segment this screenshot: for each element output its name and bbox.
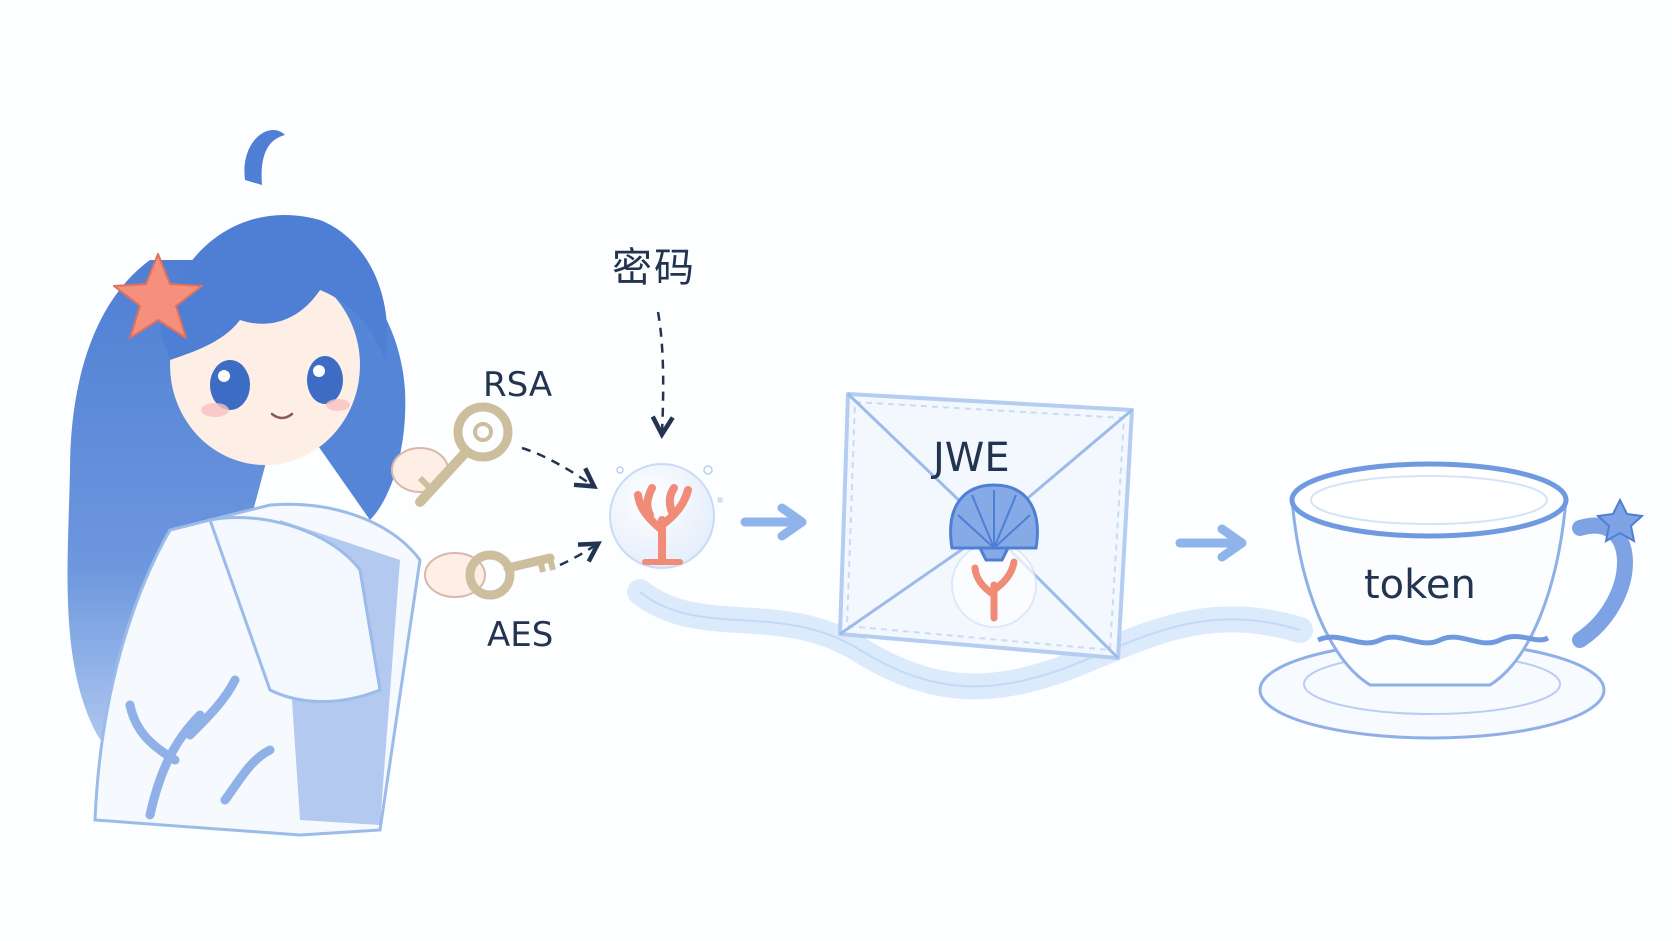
aes-label: AES: [487, 615, 554, 655]
rsa-label: RSA: [483, 365, 553, 405]
token-label: token: [1364, 562, 1476, 608]
shell-seal-icon: [949, 483, 1039, 562]
star-icon: [1595, 497, 1645, 543]
starfish-clip-icon: [113, 253, 203, 339]
aes-arrow: [559, 541, 602, 567]
flow-arrow-1: [740, 503, 807, 541]
rsa-arrow: [521, 446, 598, 489]
water-stream: [627, 579, 1313, 700]
password-label: 密码: [612, 245, 696, 291]
flow-arrow-2: [1175, 524, 1247, 562]
jwe-label: JWE: [933, 435, 1010, 481]
teacup-icon: [1258, 461, 1645, 740]
rsa-key-icon: [415, 402, 513, 507]
aes-key-icon: [465, 550, 556, 600]
password-arrow: [650, 311, 675, 440]
sea-girl-illustration: [67, 130, 486, 837]
coral-bubble-icon: [609, 463, 723, 569]
